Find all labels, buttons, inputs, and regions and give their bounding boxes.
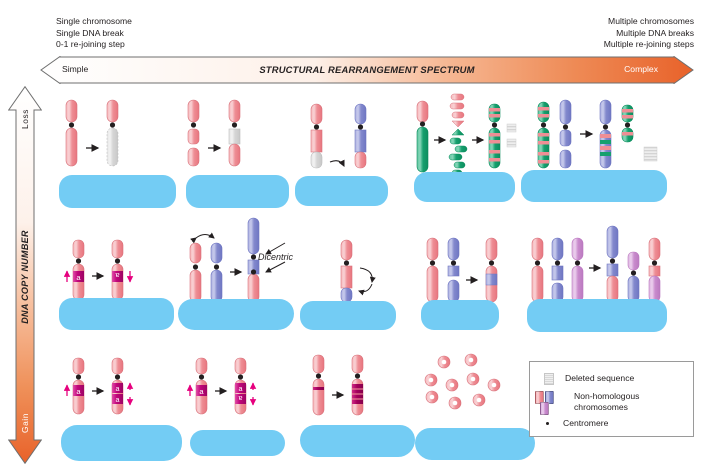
- chromosome-blue-donor: [447, 237, 460, 303]
- panel-amplification: [312, 354, 364, 416]
- panel-inversion-rotation: [340, 239, 376, 303]
- svg-text:a: a: [116, 395, 120, 404]
- chromosome-duplicated-a: a a: [111, 357, 124, 415]
- spectrum-complex-label: Complex: [624, 64, 658, 74]
- spectrum-simple-label: Simple: [62, 64, 89, 74]
- legend-box: Deleted sequence Non-homologous chromoso…: [529, 361, 694, 437]
- ecdna-circle: [448, 396, 462, 410]
- chromosome-pink-source: [531, 237, 544, 303]
- derivative-pink-purple: [648, 237, 661, 303]
- chromosome-blue-broken: [210, 242, 223, 303]
- redacted-caption-block: [59, 298, 174, 330]
- ecdna-circle: [424, 373, 438, 387]
- panel-tandem-duplication: a a a: [63, 357, 134, 415]
- redacted-caption-block: [61, 425, 182, 461]
- derivative-chromosome-small: [621, 104, 634, 143]
- chromosome-blue-source: [551, 237, 564, 303]
- panel-insertion: [426, 237, 498, 303]
- chromosome-pink-truncated: [310, 103, 323, 169]
- legend-label-centromere: Centromere: [563, 418, 609, 428]
- svg-text:a: a: [76, 387, 81, 396]
- chromosome-pink-green: [416, 100, 429, 173]
- svg-text:a: a: [76, 273, 81, 282]
- panel-balanced-inversion: a a: [63, 239, 134, 301]
- spectrum-arrow-shape: [40, 56, 694, 84]
- chromosome-with-insertion: [485, 237, 498, 303]
- chromosome-green-banded: [537, 101, 550, 169]
- chromosome-single-a: a: [72, 357, 85, 415]
- chromosome-blue-segmented: [559, 99, 572, 169]
- legend-item-non-homologous: Non-homologous chromosomes: [535, 391, 640, 415]
- ecdna-circle: [466, 372, 480, 386]
- chromosome-amplified-band: [351, 354, 364, 416]
- redacted-caption-block: [190, 430, 285, 456]
- panel-complex-rearrangement-green-blue: [537, 99, 658, 169]
- dicentric-chromosome: [247, 217, 260, 303]
- svg-text:a: a: [116, 384, 120, 393]
- panel-extrachromosomal-circles: [424, 353, 501, 410]
- panel-terminal-deletion: [65, 99, 119, 167]
- chromosome-marker-a-inverted: a: [111, 239, 124, 301]
- panel-dicentric-formation: [189, 217, 286, 303]
- shattered-fragments: [448, 93, 468, 177]
- copy-number-arrow-shape: [7, 85, 43, 465]
- chromosome-purple-source: [571, 237, 584, 303]
- svg-text:a: a: [199, 387, 204, 396]
- ecdna-circle: [487, 378, 501, 392]
- legend-label-non-homologous: Non-homologous chromosomes: [574, 391, 640, 412]
- chromosome-normal: [65, 99, 78, 167]
- derivative-chromosome-large: [599, 99, 612, 169]
- legend-item-centromere: Centromere: [546, 418, 608, 429]
- redacted-caption-block: [186, 175, 289, 208]
- panel-unbalanced-translocation: [310, 103, 367, 169]
- redacted-caption-block: [300, 301, 396, 330]
- ecdna-circle: [445, 378, 459, 392]
- panel-chromosome-shattering: [416, 93, 517, 177]
- centromere-dot-swatch-icon: [546, 421, 549, 425]
- svg-text:a: a: [239, 384, 243, 393]
- chromosome-single-a-2: a: [195, 357, 208, 415]
- chromosome-inverted-dup-a: a a: [234, 357, 247, 415]
- redacted-caption-block: [414, 172, 515, 202]
- simple-end-description: Single chromosome Single DNA break 0-1 r…: [56, 16, 132, 50]
- legend-label-deleted-sequence: Deleted sequence: [565, 373, 635, 383]
- redacted-caption-block: [295, 176, 388, 206]
- chromosome-single-band: [312, 354, 325, 416]
- redacted-caption-block: [527, 299, 667, 332]
- redacted-caption-block: [421, 300, 499, 330]
- svg-text:a: a: [115, 271, 120, 280]
- panel-inverted-duplication: a a a: [186, 357, 257, 415]
- redacted-caption-block: [521, 170, 667, 202]
- ecdna-circle: [425, 390, 439, 404]
- derivative-purple-small: [627, 251, 640, 303]
- derivative-blue-pink: [606, 225, 619, 303]
- ecdna-circle: [437, 355, 451, 369]
- svg-text:a: a: [239, 394, 243, 403]
- chromosome-interstitial-deleted: [228, 99, 241, 167]
- panel-three-way-rearrangement: [531, 225, 661, 303]
- chromosome-derivative-blue-pink: [354, 103, 367, 169]
- chromosome-pink-recipient: [426, 237, 439, 303]
- redacted-caption-block: [300, 425, 415, 457]
- redacted-caption-block: [415, 428, 535, 460]
- non-homologous-chromosome-swatch-icon: [535, 391, 565, 415]
- redacted-caption-block: [59, 175, 176, 208]
- deleted-sequence-swatch-icon: [544, 373, 554, 385]
- chromosome-marker-a-normal: a: [72, 239, 85, 301]
- spectrum-title: STRUCTURAL REARRANGEMENT SPECTRUM: [259, 64, 475, 75]
- chromosome-inversion-subject: [340, 239, 353, 303]
- dicentric-label: Dicentric: [258, 252, 294, 262]
- dna-copy-number-axis-arrow: Loss DNA COPY NUMBER Gain: [7, 85, 43, 465]
- ecdna-circle: [472, 393, 486, 407]
- structural-rearrangement-spectrum-arrow: Simple STRUCTURAL REARRANGEMENT SPECTRUM…: [40, 56, 694, 84]
- chromosome-pink-broken: [189, 242, 202, 303]
- complex-end-description: Multiple chromosomes Multiple DNA breaks…: [603, 16, 694, 50]
- chromosome-reassembled: [488, 103, 501, 169]
- ecdna-circle: [464, 353, 478, 367]
- chromosome-three-segments: [187, 99, 200, 167]
- chromosome-with-deletion: [106, 99, 119, 167]
- redacted-caption-block: [178, 299, 294, 330]
- legend-item-deleted-sequence: Deleted sequence: [544, 373, 634, 385]
- panel-interstitial-deletion: [187, 99, 241, 167]
